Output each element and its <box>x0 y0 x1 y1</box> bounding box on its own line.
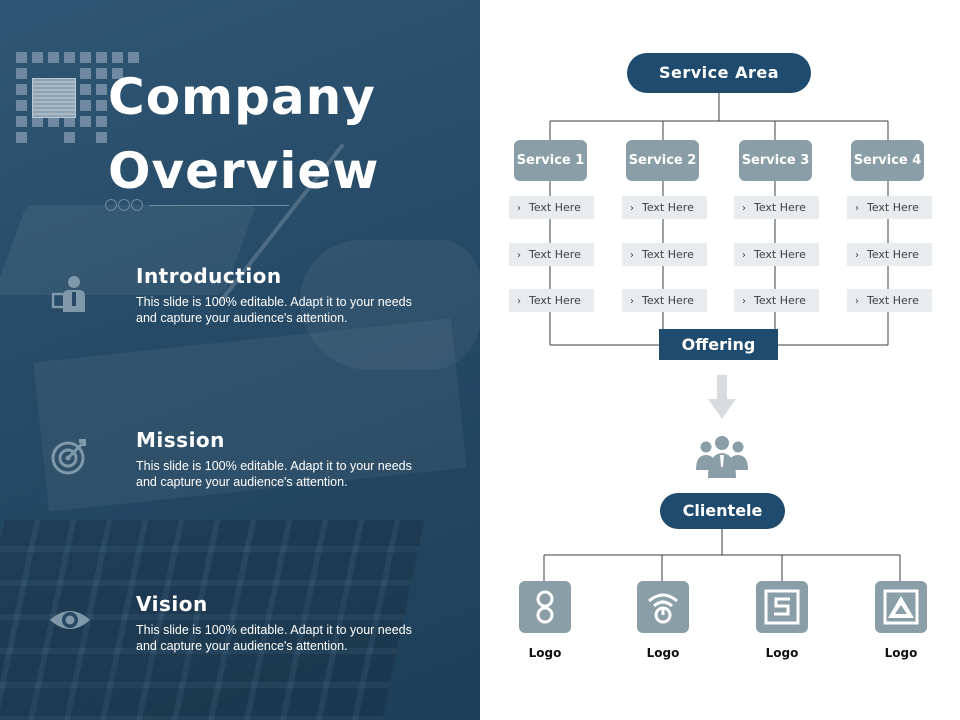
section-heading: Vision <box>136 592 208 616</box>
wifi-logo-icon <box>648 593 678 624</box>
service-area-label: Service Area <box>627 53 811 93</box>
clientele-label: Clientele <box>660 493 785 529</box>
chevron-right-icon: › <box>517 250 521 261</box>
chevron-right-icon: › <box>855 203 859 214</box>
chevron-right-icon: › <box>630 203 634 214</box>
service-text-item: ›Text Here <box>734 243 819 266</box>
chevron-right-icon: › <box>742 296 746 307</box>
logo-label: Logo <box>528 646 562 660</box>
logo-label: Logo <box>765 646 799 660</box>
offering-label: Offering <box>659 329 778 360</box>
chevron-right-icon: › <box>742 203 746 214</box>
logo-tile <box>637 581 689 633</box>
eye-icon <box>50 611 90 629</box>
decorative-dot-grid <box>16 52 139 143</box>
service-text-item: ›Text Here <box>734 289 819 312</box>
chevron-right-icon: › <box>630 296 634 307</box>
service-box: Service 2 <box>626 140 699 181</box>
service-text-item: ›Text Here <box>622 196 707 219</box>
triangle-a-logo-icon <box>883 589 919 625</box>
section-body: This slide is 100% editable. Adapt it to… <box>136 459 412 489</box>
left-panel: Company Overview Introduction This slide… <box>0 0 480 720</box>
service-text-item: ›Text Here <box>847 196 932 219</box>
service-text-item: ›Text Here <box>509 289 594 312</box>
title-line-2: Overview <box>108 142 380 200</box>
section-heading: Introduction <box>136 264 282 288</box>
service-text-item: ›Text Here <box>622 289 707 312</box>
target-icon <box>51 439 86 475</box>
section-vision: Vision This slide is 100% editable. Adap… <box>0 592 480 682</box>
service-text-item: ›Text Here <box>734 196 819 219</box>
logo-tile <box>519 581 571 633</box>
people-group-icon <box>696 436 748 478</box>
infinity-logo-icon <box>536 590 554 624</box>
chevron-right-icon: › <box>517 296 521 307</box>
service-diagram: Service Area Service 1 Service 2 Service… <box>480 0 960 720</box>
section-body: This slide is 100% editable. Adapt it to… <box>136 295 412 325</box>
chevron-right-icon: › <box>855 250 859 261</box>
section-heading: Mission <box>136 428 225 452</box>
service-text-item: ›Text Here <box>509 196 594 219</box>
arrow-down-icon <box>708 375 736 419</box>
service-text-item: ›Text Here <box>622 243 707 266</box>
chevron-right-icon: › <box>517 203 521 214</box>
section-body: This slide is 100% editable. Adapt it to… <box>136 623 412 653</box>
service-box: Service 3 <box>739 140 812 181</box>
logo-tile <box>756 581 808 633</box>
chevron-right-icon: › <box>630 250 634 261</box>
service-box: Service 4 <box>851 140 924 181</box>
chevron-right-icon: › <box>855 296 859 307</box>
section-mission: Mission This slide is 100% editable. Ada… <box>0 428 480 518</box>
service-text-item: ›Text Here <box>509 243 594 266</box>
s-square-logo-icon <box>764 589 800 625</box>
person-with-presentation-icon <box>51 276 85 312</box>
logo-tile <box>875 581 927 633</box>
service-box: Service 1 <box>514 140 587 181</box>
title-line-1: Company <box>108 68 376 126</box>
section-introduction: Introduction This slide is 100% editable… <box>0 264 480 354</box>
title-divider <box>105 199 295 211</box>
logo-label: Logo <box>646 646 680 660</box>
service-text-item: ›Text Here <box>847 289 932 312</box>
chevron-right-icon: › <box>742 250 746 261</box>
service-text-item: ›Text Here <box>847 243 932 266</box>
logo-label: Logo <box>884 646 918 660</box>
decorative-pattern-square <box>32 78 76 118</box>
